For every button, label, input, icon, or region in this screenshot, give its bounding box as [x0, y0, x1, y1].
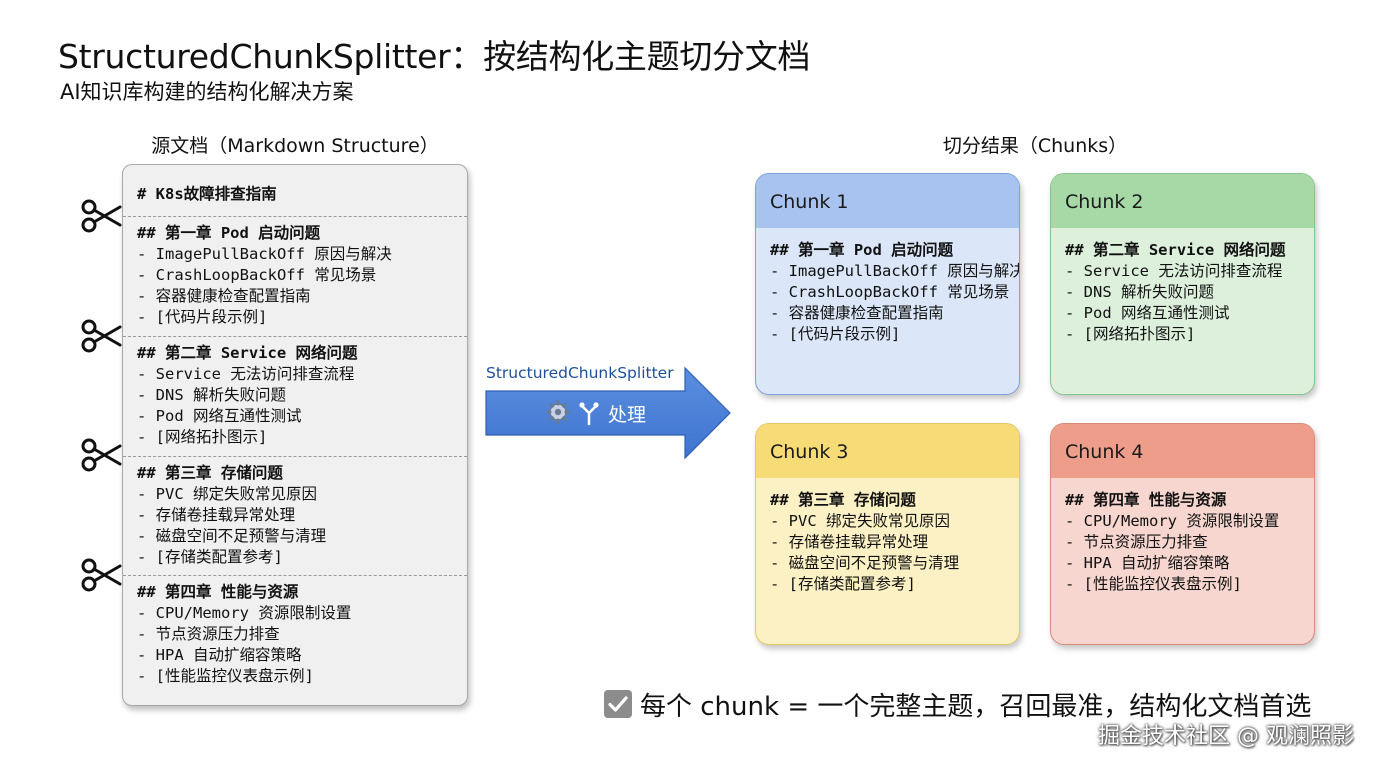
doc-section-item: - [存储类配置参考]: [137, 548, 283, 566]
chunk-item: - Pod 网络互通性测试: [1065, 304, 1230, 322]
chunk-item: - [性能监控仪表盘示例]: [1065, 575, 1242, 593]
chunk-title: Chunk 4: [1051, 424, 1314, 478]
chunk-title: Chunk 2: [1051, 174, 1314, 228]
process-action-label: 处理: [608, 404, 647, 426]
chunk-heading: ## 第一章 Pod 启动问题: [770, 241, 954, 259]
chunk-item: - ImagePullBackOff 原因与解决: [770, 262, 1020, 280]
page-subtitle: AI知识库构建的结构化解决方案: [60, 80, 354, 104]
page-title: StructuredChunkSplitter：按结构化主题切分文档: [58, 37, 811, 76]
doc-section-item: - [代码片段示例]: [137, 308, 268, 326]
chunk-card-1: Chunk 1 ## 第一章 Pod 启动问题 - ImagePullBackO…: [755, 173, 1020, 395]
doc-section-item: - Pod 网络互通性测试: [137, 407, 302, 425]
chunk-title: Chunk 1: [756, 174, 1019, 228]
branch-icon: [579, 402, 599, 426]
section-divider: [123, 336, 467, 337]
doc-section-heading: ## 第四章 性能与资源: [137, 583, 299, 601]
chunk-item: - HPA 自动扩缩容策略: [1065, 554, 1230, 572]
doc-section-item: - PVC 绑定失败常见原因: [137, 485, 317, 503]
doc-section-heading: ## 第二章 Service 网络问题: [137, 344, 358, 362]
chunk-item: - [代码片段示例]: [770, 325, 901, 343]
source-document-panel: # K8s故障排查指南 ## 第一章 Pod 启动问题 - ImagePullB…: [122, 164, 468, 706]
chunk-card-2: Chunk 2 ## 第二章 Service 网络问题 - Service 无法…: [1050, 173, 1315, 395]
doc-section-item: - 磁盘空间不足预警与清理: [137, 527, 327, 545]
result-chunks-label: 切分结果（Chunks）: [942, 135, 1128, 157]
chunk-item: - CrashLoopBackOff 常见场景: [770, 283, 1010, 301]
doc-section-item: - 节点资源压力排查: [137, 625, 280, 643]
doc-section-heading: ## 第一章 Pod 启动问题: [137, 224, 321, 242]
section-divider: [123, 456, 467, 457]
chunk-item: - 存储卷挂载异常处理: [770, 533, 929, 551]
chunk-item: - 节点资源压力排查: [1065, 533, 1208, 551]
scissors-icon: [81, 319, 122, 353]
scissors-icon: [81, 438, 122, 472]
chunk-heading: ## 第三章 存储问题: [770, 491, 916, 509]
splitter-name: StructuredChunkSplitter: [486, 364, 674, 382]
scissors-icon: [81, 558, 122, 592]
doc-section-heading: ## 第三章 存储问题: [137, 464, 283, 482]
doc-section-item: - 存储卷挂载异常处理: [137, 506, 296, 524]
chunk-item: - [网络拓扑图示]: [1065, 325, 1196, 343]
doc-section-item: - DNS 解析失败问题: [137, 386, 286, 404]
chunk-item: - Service 无法访问排查流程: [1065, 262, 1283, 280]
doc-section-item: - ImagePullBackOff 原因与解决: [137, 245, 392, 263]
chunk-item: - CPU/Memory 资源限制设置: [1065, 512, 1280, 530]
scissors-icon: [81, 199, 122, 233]
chunk-item: - DNS 解析失败问题: [1065, 283, 1214, 301]
chunk-heading: ## 第二章 Service 网络问题: [1065, 241, 1286, 259]
doc-section-item: - CPU/Memory 资源限制设置: [137, 604, 352, 622]
doc-section-item: - 容器健康检查配置指南: [137, 287, 311, 305]
checkbox-icon: [604, 690, 632, 718]
doc-section-item: - [性能监控仪表盘示例]: [137, 667, 314, 685]
section-divider: [123, 575, 467, 576]
doc-title-line: # K8s故障排查指南: [137, 185, 277, 203]
chunk-title: Chunk 3: [756, 424, 1019, 478]
chunk-heading: ## 第四章 性能与资源: [1065, 491, 1227, 509]
gear-icon: [546, 400, 570, 424]
doc-section-item: - CrashLoopBackOff 常见场景: [137, 266, 377, 284]
summary-text: 每个 chunk = 一个完整主题，召回最准，结构化文档首选: [640, 692, 1312, 722]
source-doc-label: 源文档（Markdown Structure）: [151, 135, 439, 157]
chunk-card-4: Chunk 4 ## 第四章 性能与资源 - CPU/Memory 资源限制设置…: [1050, 423, 1315, 645]
section-divider: [123, 216, 467, 217]
doc-section-item: - [网络拓扑图示]: [137, 428, 268, 446]
chunk-item: - 磁盘空间不足预警与清理: [770, 554, 960, 572]
watermark: 掘金技术社区 @ 观澜照影: [1098, 724, 1354, 749]
chunk-item: - [存储类配置参考]: [770, 575, 916, 593]
chunk-item: - PVC 绑定失败常见原因: [770, 512, 950, 530]
process-arrow: [485, 366, 731, 460]
chunk-item: - 容器健康检查配置指南: [770, 304, 944, 322]
doc-section-item: - Service 无法访问排查流程: [137, 365, 355, 383]
chunk-card-3: Chunk 3 ## 第三章 存储问题 - PVC 绑定失败常见原因 - 存储卷…: [755, 423, 1020, 645]
doc-section-item: - HPA 自动扩缩容策略: [137, 646, 302, 664]
